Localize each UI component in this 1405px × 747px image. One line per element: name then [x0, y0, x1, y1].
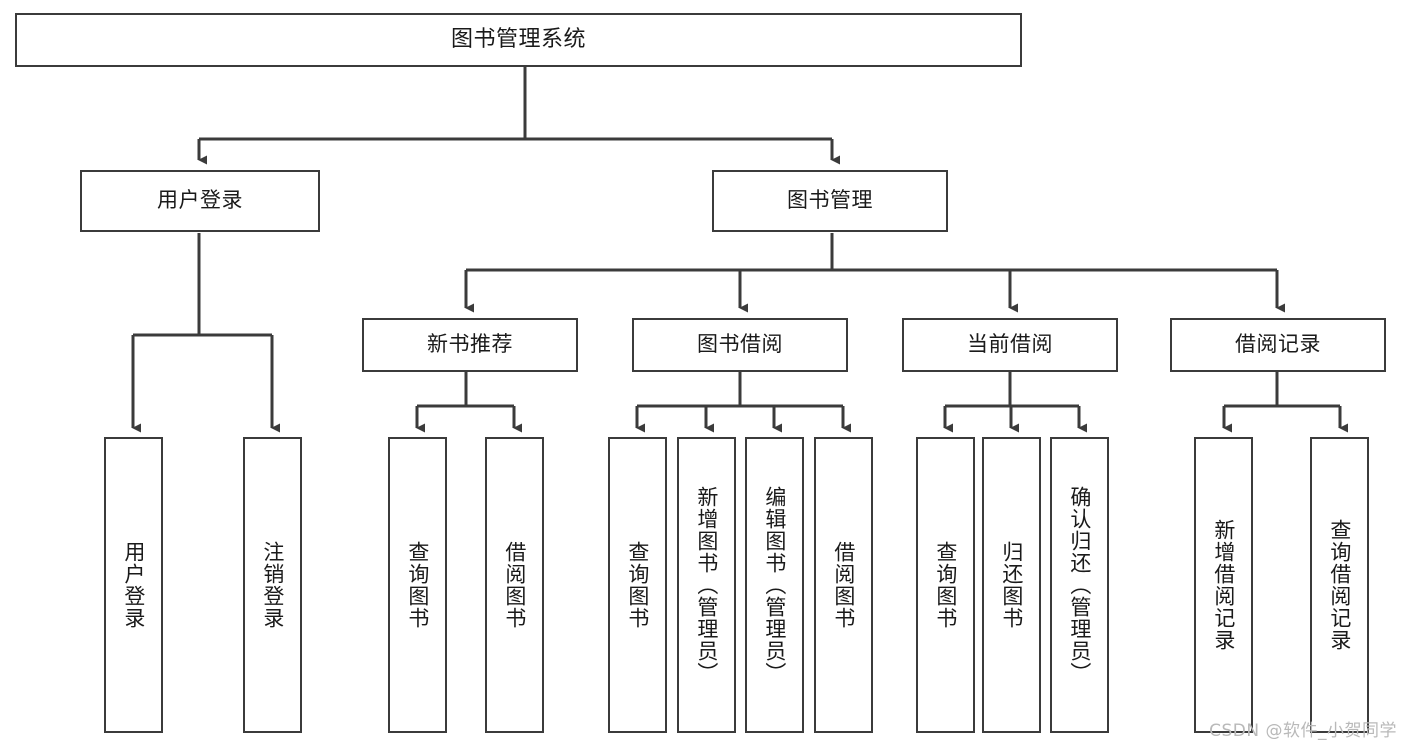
node-label: 新书推荐	[427, 332, 513, 357]
node-label: 图书管理	[787, 188, 873, 213]
node-label: 新增图书（管理员）	[694, 486, 719, 684]
leaf-user-login-login[interactable]: 用户登录	[104, 437, 163, 733]
node-label: 查询图书	[405, 541, 430, 629]
node-label: 确认归还（管理员）	[1067, 486, 1092, 684]
node-label: 查询图书	[625, 541, 650, 629]
leaf-current-confirm-return[interactable]: 确认归还（管理员）	[1050, 437, 1109, 733]
node-label: 新增借阅记录	[1211, 519, 1236, 651]
leaf-current-return-book[interactable]: 归还图书	[982, 437, 1041, 733]
leaf-record-add[interactable]: 新增借阅记录	[1194, 437, 1253, 733]
node-label: 查询借阅记录	[1327, 519, 1352, 651]
node-label: 借阅记录	[1235, 332, 1321, 357]
leaf-borrow-query-book[interactable]: 查询图书	[608, 437, 667, 733]
node-label: 当前借阅	[967, 332, 1053, 357]
node-root-system[interactable]: 图书管理系统	[15, 13, 1022, 67]
node-book-borrow[interactable]: 图书借阅	[632, 318, 848, 372]
leaf-borrow-edit-book[interactable]: 编辑图书（管理员）	[745, 437, 804, 733]
leaf-user-login-logout[interactable]: 注销登录	[243, 437, 302, 733]
node-label: 编辑图书（管理员）	[762, 486, 787, 684]
node-label: 借阅图书	[502, 541, 527, 629]
node-label: 查询图书	[933, 541, 958, 629]
node-user-login[interactable]: 用户登录	[80, 170, 320, 232]
node-label: 用户登录	[121, 541, 146, 629]
watermark: CSDN @软件_小贺同学	[1209, 721, 1397, 741]
node-label: 图书管理系统	[450, 26, 586, 52]
leaf-borrow-add-book[interactable]: 新增图书（管理员）	[677, 437, 736, 733]
leaf-current-query-book[interactable]: 查询图书	[916, 437, 975, 733]
node-label: 用户登录	[157, 188, 243, 213]
leaf-new-book-query[interactable]: 查询图书	[388, 437, 447, 733]
node-label: 借阅图书	[831, 541, 856, 629]
node-book-management[interactable]: 图书管理	[712, 170, 948, 232]
node-label: 图书借阅	[697, 332, 783, 357]
leaf-borrow-borrow-book[interactable]: 借阅图书	[814, 437, 873, 733]
node-label: 归还图书	[999, 541, 1024, 629]
node-borrow-record[interactable]: 借阅记录	[1170, 318, 1386, 372]
node-new-book-recommend[interactable]: 新书推荐	[362, 318, 578, 372]
leaf-record-query[interactable]: 查询借阅记录	[1310, 437, 1369, 733]
leaf-new-book-borrow[interactable]: 借阅图书	[485, 437, 544, 733]
node-label: 注销登录	[260, 541, 285, 629]
node-current-borrow[interactable]: 当前借阅	[902, 318, 1118, 372]
